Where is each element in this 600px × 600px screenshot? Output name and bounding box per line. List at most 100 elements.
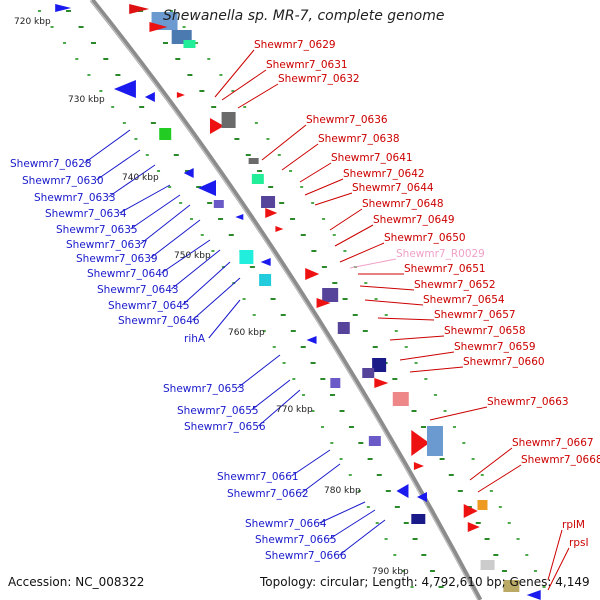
track-dot <box>364 282 368 284</box>
gene-label-reverse[interactable]: Shewmr7_0633 <box>34 192 116 204</box>
gene-label-reverse[interactable]: Shewmr7_0653 <box>163 383 245 395</box>
label-leader-line <box>119 184 171 214</box>
gene-label-forward[interactable]: Shewmr7_0638 <box>318 133 400 145</box>
gene-label-reverse[interactable]: Shewmr7_0666 <box>265 550 347 562</box>
track-dot <box>150 122 156 124</box>
gene-arrow <box>413 462 424 470</box>
kbp-tick-label: 760 kbp <box>228 328 265 338</box>
kbp-tick-label: 780 kbp <box>324 486 361 496</box>
gene-label-forward[interactable]: Shewmr7_0660 <box>463 356 545 368</box>
gene-label-forward[interactable]: Shewmr7_0629 <box>254 39 336 51</box>
gene-label-forward[interactable]: Shewmr7_R0029 <box>396 248 485 260</box>
kbp-tick-label: 730 kbp <box>68 95 105 105</box>
gene-label-reverse[interactable]: Shewmr7_0661 <box>217 471 299 483</box>
label-leader-line <box>237 83 279 109</box>
track-dot <box>75 58 79 60</box>
gene-block <box>213 200 224 208</box>
gene-label-forward[interactable]: Shewmr7_0631 <box>266 59 348 71</box>
track-dot <box>87 74 91 76</box>
track-dot <box>348 474 352 476</box>
gene-label-forward[interactable]: Shewmr7_0668 <box>521 454 600 466</box>
gene-label-forward[interactable]: Shewmr7_0650 <box>384 232 466 244</box>
gene-arrow <box>113 80 136 98</box>
label-leader-line <box>547 547 570 591</box>
track-dot <box>362 330 368 332</box>
label-leader-line <box>258 389 301 427</box>
track-dot <box>404 346 408 348</box>
gene-label-forward[interactable]: Shewmr7_0642 <box>343 168 425 180</box>
gene-label-forward[interactable]: Shewmr7_0651 <box>404 263 486 275</box>
gene-label-reverse[interactable]: Shewmr7_0630 <box>22 175 104 187</box>
track-dot <box>507 522 511 524</box>
gene-label-reverse[interactable]: Shewmr7_0640 <box>87 268 169 280</box>
gene-label-reverse[interactable]: Shewmr7_0637 <box>66 239 148 251</box>
gene-block <box>259 274 272 286</box>
gene-label-forward[interactable]: Shewmr7_0658 <box>444 325 526 337</box>
label-leader-line <box>150 219 201 259</box>
gene-label-forward[interactable]: rplM <box>562 519 585 531</box>
gene-label-forward[interactable]: Shewmr7_0644 <box>352 182 434 194</box>
genome-title: Shewanella sp. MR-7, complete genome <box>163 8 445 24</box>
gene-label-reverse[interactable]: Shewmr7_0634 <box>45 208 127 220</box>
gene-label-reverse[interactable]: Shewmr7_0639 <box>76 253 158 265</box>
gene-label-forward[interactable]: Shewmr7_0659 <box>454 341 536 353</box>
gene-label-reverse[interactable]: Shewmr7_0628 <box>10 158 92 170</box>
track-dot <box>254 122 258 124</box>
track-dot <box>207 58 211 60</box>
gene-block <box>322 288 339 302</box>
gene-arrow <box>467 522 480 532</box>
track-dot <box>332 234 336 236</box>
gene-label-forward[interactable]: Shewmr7_0641 <box>331 152 413 164</box>
track-dot <box>403 522 409 524</box>
gene-arrow <box>260 258 271 266</box>
gene-label-forward[interactable]: Shewmr7_0649 <box>373 214 455 226</box>
gene-label-reverse[interactable]: Shewmr7_0655 <box>177 405 259 417</box>
track-dot <box>401 570 405 572</box>
gene-label-reverse[interactable]: Shewmr7_0664 <box>245 518 327 530</box>
track-dot <box>358 442 364 444</box>
gene-label-reverse[interactable]: Shewmr7_0635 <box>56 224 138 236</box>
gene-label-reverse[interactable]: Shewmr7_0665 <box>255 534 337 546</box>
label-leader-line <box>261 124 307 161</box>
gene-arrow <box>374 378 389 388</box>
gene-label-forward[interactable]: Shewmr7_0657 <box>434 309 516 321</box>
track-dot <box>322 218 326 220</box>
gene-label-reverse[interactable]: Shewmr7_0646 <box>118 315 200 327</box>
label-leader-line <box>359 285 415 291</box>
track-dot <box>376 474 382 476</box>
gene-label-forward[interactable]: Shewmr7_0648 <box>362 198 444 210</box>
gene-label-forward[interactable]: Shewmr7_0632 <box>278 73 360 85</box>
gene-label-forward[interactable]: Shewmr7_0654 <box>423 294 505 306</box>
gene-label-reverse[interactable]: Shewmr7_0643 <box>97 284 179 296</box>
track-dot <box>50 26 54 28</box>
gene-label-reverse[interactable]: Shewmr7_0656 <box>184 421 266 433</box>
gene-label-forward[interactable]: Shewmr7_0663 <box>487 396 569 408</box>
track-dot <box>272 346 276 348</box>
gene-label-reverse[interactable]: Shewmr7_0662 <box>227 488 309 500</box>
gene-arrow <box>463 504 478 518</box>
gene-label-forward[interactable]: Shewmr7_0652 <box>414 279 496 291</box>
label-leader-line <box>319 501 366 524</box>
gene-block <box>480 560 495 570</box>
track-dot <box>310 362 316 364</box>
label-leaders <box>84 49 570 591</box>
gene-label-forward[interactable]: Shewmr7_0636 <box>306 114 388 126</box>
gene-label-reverse[interactable]: rihA <box>184 333 206 345</box>
track-dot <box>249 266 255 268</box>
gene-block <box>330 378 341 388</box>
track-dot <box>375 522 379 524</box>
track-dot <box>231 90 235 92</box>
track-dot <box>385 490 391 492</box>
label-leader-line <box>364 299 424 306</box>
track-dot <box>187 74 193 76</box>
kbp-tick-label: 740 kbp <box>122 173 159 183</box>
track-dot <box>421 554 427 556</box>
label-leader-line <box>314 192 353 206</box>
gene-label-reverse[interactable]: Shewmr7_0645 <box>108 300 190 312</box>
track-dot <box>266 138 270 140</box>
track-dot <box>339 458 343 460</box>
gene-label-forward[interactable]: Shewmr7_0667 <box>512 437 594 449</box>
gene-label-forward[interactable]: rpsI <box>569 537 589 549</box>
track-dot <box>270 298 276 300</box>
track-dot <box>190 218 194 220</box>
